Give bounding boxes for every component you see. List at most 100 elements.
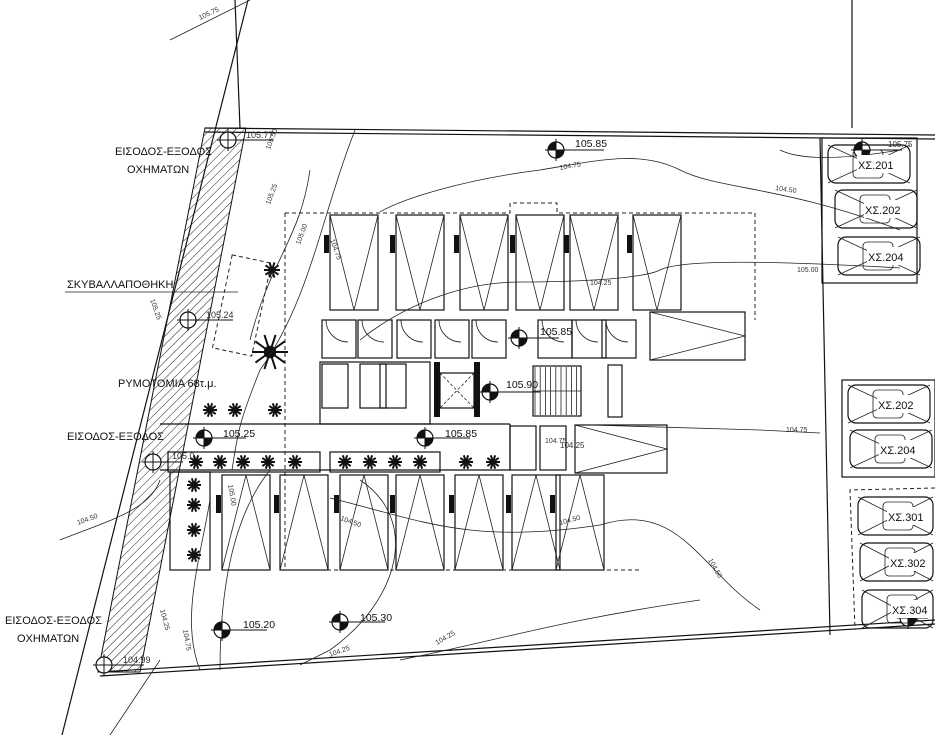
street-setback-hatch xyxy=(97,127,247,673)
contour-label: 104.75 xyxy=(181,629,192,651)
palm-plant-icon xyxy=(288,455,302,469)
parking-bay xyxy=(627,214,682,311)
elevation-label: 105.77 xyxy=(246,130,274,140)
contour-label: 104.75 xyxy=(545,438,567,445)
parking-space: ΧΣ.301 xyxy=(857,496,934,536)
storage-room xyxy=(601,319,637,359)
site-boundary xyxy=(99,127,935,677)
palm-plant-icon xyxy=(187,498,201,512)
planting xyxy=(167,262,500,571)
parking-bay xyxy=(449,474,504,571)
palm-plant-icon xyxy=(459,455,473,469)
label-vehicle-entrance-south: ΟΧΗΜΑΤΩΝ xyxy=(17,633,79,645)
label-street-setback: ΡΥΜΟΤΟΜΙΑ 68τ.μ. xyxy=(118,378,217,390)
storage-room xyxy=(321,319,357,359)
lift-core xyxy=(434,362,480,417)
parking-bay xyxy=(550,474,605,571)
parking-bay xyxy=(564,214,619,311)
parking-space: ΧΣ.204 xyxy=(849,429,933,469)
contour-label: 105.25 xyxy=(148,298,162,321)
contour-label: 104.25 xyxy=(590,280,612,287)
parking-bay xyxy=(510,214,565,311)
elevation-label: 105.85 xyxy=(540,326,572,338)
palm-plant-icon xyxy=(413,455,427,469)
parking-bays-north xyxy=(324,214,682,311)
parking-space-label: ΧΣ.202 xyxy=(865,205,901,217)
parking-space: ΧΣ.204 xyxy=(837,236,921,276)
storage-room xyxy=(539,425,567,471)
contour-label: 105.75 xyxy=(198,6,220,21)
palm-plant-icon xyxy=(268,403,282,417)
elevation-label: 105.85 xyxy=(445,428,477,440)
elevation-marker-icon xyxy=(414,427,470,449)
storage-room xyxy=(571,319,607,359)
parking-space: ΧΣ.202 xyxy=(847,384,931,424)
contour-label: 104.75 xyxy=(786,427,808,434)
parking-space-label: ΧΣ.304 xyxy=(892,605,928,617)
palm-plant-icon xyxy=(228,403,242,417)
ramp-north xyxy=(649,311,746,361)
parking-space: ΧΣ.201 xyxy=(827,144,911,184)
storage-room xyxy=(359,363,387,409)
elevation-label: 105.85 xyxy=(575,138,607,150)
contour-label: 104.25 xyxy=(435,630,457,647)
contour-label: 105.00 xyxy=(295,223,309,246)
parking-bay xyxy=(216,474,271,571)
palm-plant-icon xyxy=(388,455,402,469)
parking-space-label: ΧΣ.201 xyxy=(858,160,894,172)
elevation-label: 105.25 xyxy=(223,428,255,440)
storage-room xyxy=(396,319,432,359)
elevation-label: 105.24 xyxy=(206,310,234,320)
storage-room xyxy=(357,319,393,359)
parking-bay xyxy=(506,474,561,571)
palm-plant-icon xyxy=(189,455,203,469)
parking-space-label: ΧΣ.202 xyxy=(878,400,914,412)
parking-bay xyxy=(454,214,509,311)
parking-cars: ΧΣ.201ΧΣ.202ΧΣ.204ΧΣ.202ΧΣ.204ΧΣ.301ΧΣ.3… xyxy=(821,137,935,631)
storage-room xyxy=(379,363,407,409)
palm-plant-icon xyxy=(187,523,201,537)
parking-bay xyxy=(334,474,389,571)
elevation-marker-icon xyxy=(479,381,540,403)
survey-point-icon xyxy=(93,654,144,676)
storage-room xyxy=(509,425,537,471)
parking-bay xyxy=(390,474,445,571)
elevation-label: 105.90 xyxy=(506,379,538,391)
palm-plant-icon xyxy=(363,455,377,469)
elevation-marker-icon xyxy=(193,427,246,449)
palm-plant-icon xyxy=(486,455,500,469)
elevation-marker-icon xyxy=(545,139,604,161)
parking-space: ΧΣ.202 xyxy=(834,189,918,229)
contour-label: 104.50 xyxy=(775,185,797,195)
elevation-label: 104.99 xyxy=(123,655,151,665)
label-vehicle-entrance-north: ΕΙΣΟΔΟΣ-ΕΞΟΔΟΣ xyxy=(115,146,212,158)
garbage-store xyxy=(211,254,272,357)
parking-bay xyxy=(324,214,379,311)
label-garbage-store: ΣΚΥΒΑΛΛΑΠΟΘΗΚΗ xyxy=(67,279,174,291)
parking-space-label: ΧΣ.204 xyxy=(868,252,904,264)
contour-lines xyxy=(59,129,901,671)
survey-point-icon xyxy=(142,451,183,473)
staircase xyxy=(532,365,582,417)
palm-plant-icon xyxy=(203,403,217,417)
survey-point-icon xyxy=(177,309,233,331)
palm-plant-icon xyxy=(252,334,288,370)
palm-plant-icon xyxy=(261,455,275,469)
elevation-marker-icon xyxy=(329,611,385,633)
elevation-label: 104.25 xyxy=(560,441,585,450)
palm-plant-icon xyxy=(236,455,250,469)
parking-space: ΧΣ.302 xyxy=(859,542,934,582)
parking-space-label: ΧΣ.301 xyxy=(888,512,924,524)
contour-label: 104.75 xyxy=(559,161,581,172)
survey-point-icon xyxy=(217,129,273,151)
contour-label: 104.25 xyxy=(158,609,170,632)
parking-bays-south xyxy=(216,474,605,571)
palm-plant-icon xyxy=(213,455,227,469)
label-pedestrian-entrance: ΕΙΣΟΔΟΣ-ΕΞΟΔΟΣ xyxy=(67,431,164,443)
ramp-south xyxy=(574,424,668,474)
palm-plant-icon xyxy=(187,478,201,492)
parking-bay xyxy=(390,214,445,311)
storage-rooms xyxy=(321,319,637,471)
storage-room xyxy=(471,319,507,359)
